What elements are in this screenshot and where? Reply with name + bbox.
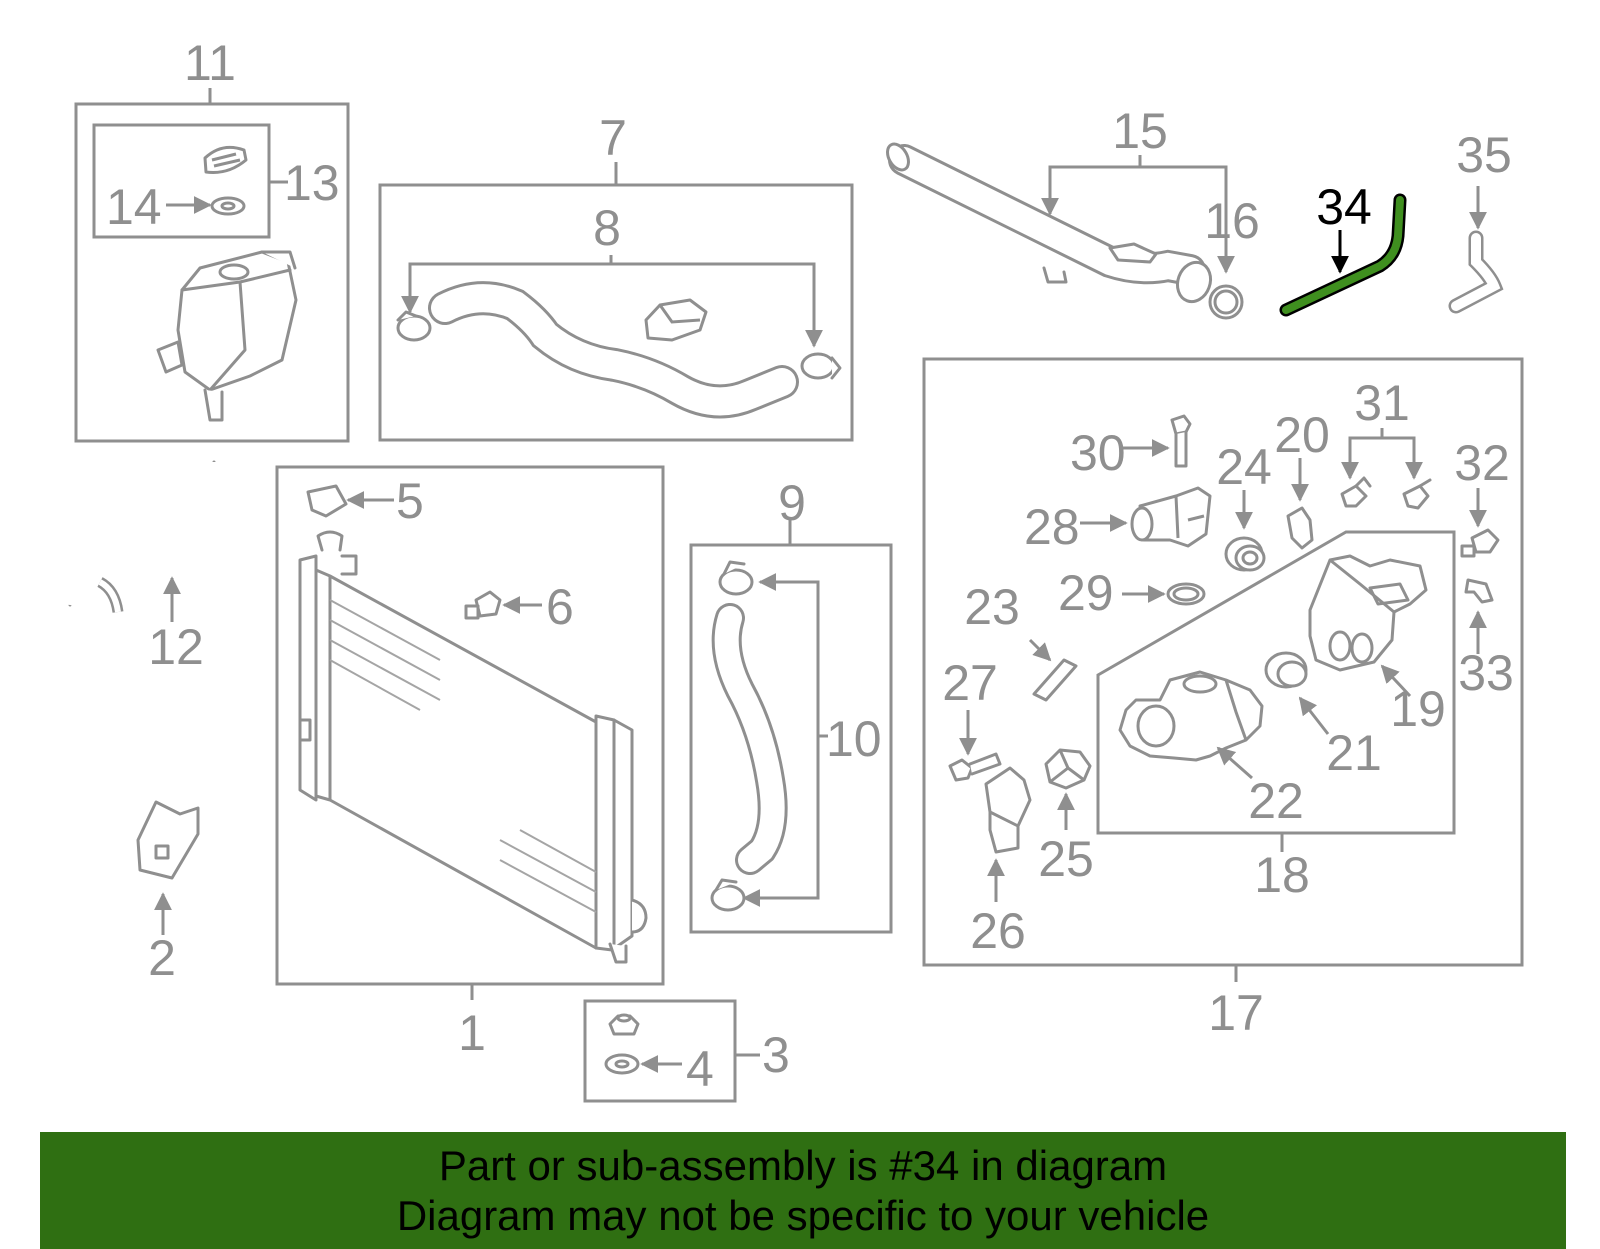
clip-31[interactable] bbox=[1340, 428, 1432, 510]
callout-32: 32 bbox=[1454, 435, 1510, 491]
callout-2: 2 bbox=[148, 930, 176, 986]
reservoir-cap-13[interactable] bbox=[203, 145, 248, 174]
seal-21[interactable] bbox=[1264, 651, 1330, 735]
callout-11: 11 bbox=[184, 35, 236, 91]
callout-1: 1 bbox=[458, 1005, 486, 1061]
housing-22[interactable] bbox=[1118, 670, 1264, 780]
banner-line-1: Part or sub-assembly is #34 in diagram bbox=[438, 1141, 1168, 1189]
callout-8: 8 bbox=[593, 200, 621, 256]
callout-17: 17 bbox=[1208, 985, 1264, 1041]
bypass-hose-35[interactable] bbox=[1448, 186, 1504, 314]
group-3-drain-plug bbox=[583, 999, 760, 1103]
callout-3: 3 bbox=[762, 1027, 790, 1083]
callout-31: 31 bbox=[1354, 375, 1410, 431]
drain-plug-cap[interactable] bbox=[608, 1013, 640, 1036]
callout-5: 5 bbox=[396, 473, 424, 529]
callout-27: 27 bbox=[942, 655, 998, 711]
bracket-2[interactable] bbox=[136, 800, 200, 935]
bolt-30[interactable] bbox=[1122, 414, 1192, 468]
group-11-reservoir bbox=[74, 88, 350, 443]
callout-35: 35 bbox=[1456, 127, 1512, 183]
callout-7: 7 bbox=[599, 110, 627, 166]
callout-numbers: 11 13 14 12 2 7 8 5 6 1 3 4 9 10 15 16 3… bbox=[106, 35, 1514, 1097]
drain-plug-6[interactable] bbox=[464, 590, 542, 620]
lower-hose-clamp-top[interactable] bbox=[718, 560, 754, 596]
callout-15: 15 bbox=[1112, 103, 1168, 159]
info-banner: Part or sub-assembly is #34 in diagram D… bbox=[40, 1132, 1566, 1249]
callout-30: 30 bbox=[1070, 425, 1126, 481]
callout-28: 28 bbox=[1024, 499, 1080, 555]
thermostat-25[interactable] bbox=[1044, 748, 1092, 830]
callout-4: 4 bbox=[686, 1041, 714, 1097]
callout-18: 18 bbox=[1254, 847, 1310, 903]
clip-33[interactable] bbox=[1464, 578, 1494, 654]
group-7-upper-hose bbox=[378, 162, 854, 442]
callout-6: 6 bbox=[546, 579, 574, 635]
callout-33: 33 bbox=[1458, 645, 1514, 701]
hose-bracket[interactable] bbox=[644, 298, 708, 342]
group-9-lower-hose bbox=[689, 520, 893, 934]
water-outlet-26[interactable] bbox=[984, 766, 1032, 902]
highlighted-hose-34[interactable] bbox=[1279, 193, 1407, 317]
banner-line-2: Diagram may not be specific to your vehi… bbox=[396, 1191, 1210, 1239]
callout-29: 29 bbox=[1058, 565, 1114, 621]
callout-19: 19 bbox=[1390, 681, 1446, 737]
lower-radiator-hose[interactable] bbox=[711, 603, 788, 875]
o-ring-29[interactable] bbox=[1122, 582, 1206, 606]
bolt-27[interactable] bbox=[948, 710, 1002, 782]
callout-26: 26 bbox=[970, 903, 1026, 959]
callout-34: 34 bbox=[1316, 179, 1372, 235]
callout-14: 14 bbox=[106, 179, 162, 235]
callout-16: 16 bbox=[1204, 193, 1260, 249]
hose-clamp-left[interactable] bbox=[396, 310, 432, 342]
group-1-radiator bbox=[275, 465, 665, 1000]
callout-23: 23 bbox=[964, 579, 1020, 635]
radiator-core[interactable] bbox=[298, 530, 648, 964]
gasket-23[interactable] bbox=[1028, 638, 1078, 702]
callout-20: 20 bbox=[1274, 407, 1330, 463]
callout-21: 21 bbox=[1326, 725, 1382, 781]
sensor-32[interactable] bbox=[1460, 488, 1500, 558]
callout-13: 13 bbox=[284, 155, 340, 211]
radiator-cap-seal-5[interactable] bbox=[306, 484, 394, 518]
water-pipe-15[interactable] bbox=[883, 140, 1216, 306]
seal-24[interactable] bbox=[1224, 490, 1266, 572]
hose-clamp-right[interactable] bbox=[800, 352, 842, 380]
lower-hose-clamp-bottom[interactable] bbox=[710, 878, 746, 912]
callout-25: 25 bbox=[1038, 831, 1094, 887]
callout-9: 9 bbox=[778, 475, 806, 531]
callout-24: 24 bbox=[1216, 439, 1272, 495]
thermostat-housing-19[interactable] bbox=[1308, 554, 1428, 698]
callout-12: 12 bbox=[148, 619, 204, 675]
group-17-thermostat-housing bbox=[922, 357, 1524, 982]
callout-22: 22 bbox=[1248, 773, 1304, 829]
gasket-20[interactable] bbox=[1286, 458, 1314, 550]
sensor-28[interactable] bbox=[1080, 486, 1212, 548]
callout-10: 10 bbox=[826, 711, 882, 767]
coolant-reservoir-tank[interactable] bbox=[156, 250, 298, 422]
reservoir-hose-12[interactable] bbox=[66, 460, 218, 622]
upper-radiator-hose[interactable] bbox=[428, 281, 799, 419]
